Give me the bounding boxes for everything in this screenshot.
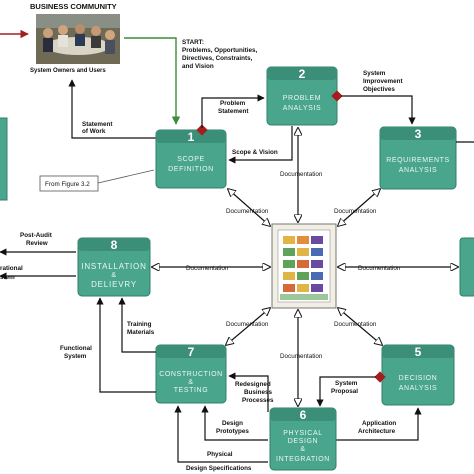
doc-label-5: Documentation [334, 321, 377, 328]
problem-statement-arrow [201, 94, 265, 128]
phase-number-3: 3 [415, 127, 422, 141]
statement-of-work-label-1: Statement [82, 121, 113, 128]
redesigned-label-3: Processes [242, 397, 274, 404]
phase-box-7[interactable]: 7 CONSTRUCTION & TESTING [155, 344, 227, 404]
phase-5-line-2: ANALYSIS [399, 385, 438, 392]
improvement-label-1: System [363, 70, 386, 77]
phase-box-6[interactable]: 6 PHYSICAL DESIGN & INTEGRATION [269, 407, 337, 471]
post-audit-label-2: Review [26, 240, 48, 247]
business-community-subtitle: System Owners and Users [30, 68, 106, 74]
phase-2-line-1: PROBLEM [283, 95, 321, 102]
start-line-2: Directives, Constraints, [182, 55, 253, 62]
design-prototypes-label-1: Design [222, 420, 243, 427]
physical-specs-label-2: Design Specifications [186, 465, 252, 472]
meeting-photo [36, 14, 120, 64]
phase-number-1: 1 [188, 130, 195, 144]
phase-number-2: 2 [299, 67, 306, 81]
phase-box-8[interactable]: 8 INSTALLATION & DELIEVRY [77, 237, 151, 297]
phase-box-3[interactable]: 3 REQUIREMENTS ANALYSIS [379, 126, 457, 190]
doc-link-1 [228, 189, 270, 226]
repository-icon [271, 223, 337, 309]
doc-label-1: Documentation [226, 208, 269, 215]
phase-6-line-3: & [300, 446, 305, 453]
scope-vision-arrow [228, 126, 293, 164]
doc-label-6: Documentation [280, 353, 323, 360]
redesigned-label-1: Redesigned [235, 381, 271, 388]
phase-box-5[interactable]: 5 DECISION ANALYSIS [381, 344, 455, 406]
business-community-title: BUSINESS COMMUNITY [30, 2, 117, 11]
problem-statement-label-1: Problem [220, 100, 246, 107]
design-prototypes-arrow [201, 405, 268, 441]
phase-number-8: 8 [111, 238, 118, 252]
phase-number-6: 6 [300, 408, 307, 422]
physical-specs-arrow [174, 405, 268, 463]
improvement-label-2: Improvement [363, 78, 403, 85]
phase-7-line-1: CONSTRUCTION [159, 371, 223, 378]
phase-3-line-2: ANALYSIS [399, 167, 438, 174]
app-arch-label-1: Application [362, 420, 396, 427]
phase-number-5: 5 [415, 345, 422, 359]
application-architecture-arrow [336, 407, 422, 441]
start-line-3: and Vision [182, 63, 214, 70]
doc-label-3: Documentation [334, 208, 377, 215]
start-arrow [124, 37, 181, 125]
phase-8-line-3: DELIEVRY [91, 280, 137, 289]
phase-6-line-2: DESIGN [288, 438, 318, 445]
app-arch-label-2: Architecture [358, 428, 396, 435]
design-prototypes-label-2: Prototypes [216, 428, 249, 435]
doc-label-2: Documentation [280, 171, 323, 178]
post-audit-label-1: Post-Audit [20, 232, 53, 239]
start-note: START: Problems, Opportunities, Directiv… [182, 39, 257, 70]
phase-8-line-2: & [111, 272, 116, 279]
partial-box-left [0, 117, 8, 201]
problem-statement-label-2: Statement [218, 108, 249, 115]
doc-label-8: Documentation [186, 265, 229, 272]
phase-box-1[interactable]: 1 SCOPE DEFINITION [155, 129, 227, 189]
from-figure-label: From Figure 3.2 [45, 181, 90, 188]
doc-label-7: Documentation [226, 321, 269, 328]
redesigned-processes-arrow [228, 372, 269, 412]
from-figure-box [39, 175, 99, 192]
functional-label-1: Functional [60, 345, 92, 352]
phase-number-7: 7 [188, 345, 195, 359]
functional-system-arrow [96, 297, 156, 393]
doc-link-3 [338, 189, 380, 226]
doc-link-5 [338, 308, 382, 345]
phase-box-2[interactable]: 2 PROBLEM ANALYSIS [266, 66, 338, 126]
operational-label-1: rational [0, 265, 23, 272]
phase-8-line-1: INSTALLATION [81, 262, 146, 271]
phase-5-line-1: DECISION [399, 375, 438, 382]
improvement-objectives-arrow [341, 95, 416, 125]
statement-of-work-arrow [68, 79, 156, 139]
phase-6-line-4: INTEGRATION [276, 456, 330, 463]
phase-6-line-1: PHYSICAL [283, 430, 322, 437]
scope-vision-label: Scope & Vision [232, 149, 278, 156]
start-line-1: Problems, Opportunities, [182, 47, 257, 54]
phase-3-line-1: REQUIREMENTS [386, 157, 450, 164]
operational-label-2: stem [0, 274, 15, 281]
doc-label-4: Documentation [358, 265, 401, 272]
functional-label-2: System [64, 353, 87, 360]
phase-1-line-2: DEFINITION [168, 166, 214, 173]
physical-specs-label-1: Physical [207, 451, 233, 458]
phase-1-line-1: SCOPE [177, 156, 205, 163]
from-figure-pointer [97, 169, 155, 184]
system-proposal-label-1: System [335, 380, 358, 387]
training-label-2: Materials [127, 329, 155, 336]
improvement-label-3: Objectives [363, 86, 395, 93]
training-label-1: Training [127, 321, 152, 328]
system-proposal-label-2: Proposal [331, 388, 358, 395]
partial-box-4 [459, 237, 474, 297]
phase-2-line-2: ANALYSIS [283, 105, 322, 112]
statement-of-work-label-2: of Work [82, 128, 106, 135]
system-proposal-arrow [316, 376, 376, 407]
phase-7-line-3: TESTING [174, 387, 209, 394]
doc-link-7 [226, 308, 270, 345]
redesigned-label-2: Business [244, 389, 272, 396]
training-materials-arrow [118, 297, 156, 353]
phase-7-line-2: & [188, 379, 193, 386]
diamond-marker-5 [374, 371, 386, 383]
start-title: START: [182, 39, 204, 46]
